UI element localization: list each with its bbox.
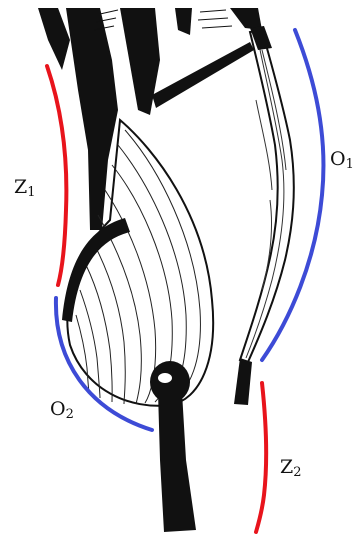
bone-knob-highlight [158, 373, 172, 383]
left-curved-tendon [62, 218, 130, 322]
label-z2-main: Z [280, 456, 293, 478]
label-o1: O1 [330, 148, 354, 172]
label-o2-main: O [50, 398, 66, 420]
label-o1-main: O [330, 148, 346, 170]
label-z1-main: Z [14, 176, 27, 198]
label-z2-sub: 2 [293, 465, 301, 480]
right-muscle-fibers [246, 40, 286, 358]
label-z2: Z2 [280, 456, 301, 480]
label-z1: Z1 [14, 176, 35, 200]
z2-arc [256, 383, 266, 532]
right-muscle-tendon-end [234, 358, 252, 405]
label-o2: O2 [50, 398, 74, 422]
label-o2-sub: 2 [66, 407, 74, 422]
upper-bone-structures [38, 8, 262, 230]
label-o1-sub: 1 [346, 157, 354, 172]
label-z1-sub: 1 [27, 185, 35, 200]
lower-bone [150, 361, 196, 532]
z1-arc [47, 66, 66, 285]
crossbar-tendon [152, 42, 254, 108]
top-hatching [94, 10, 232, 30]
